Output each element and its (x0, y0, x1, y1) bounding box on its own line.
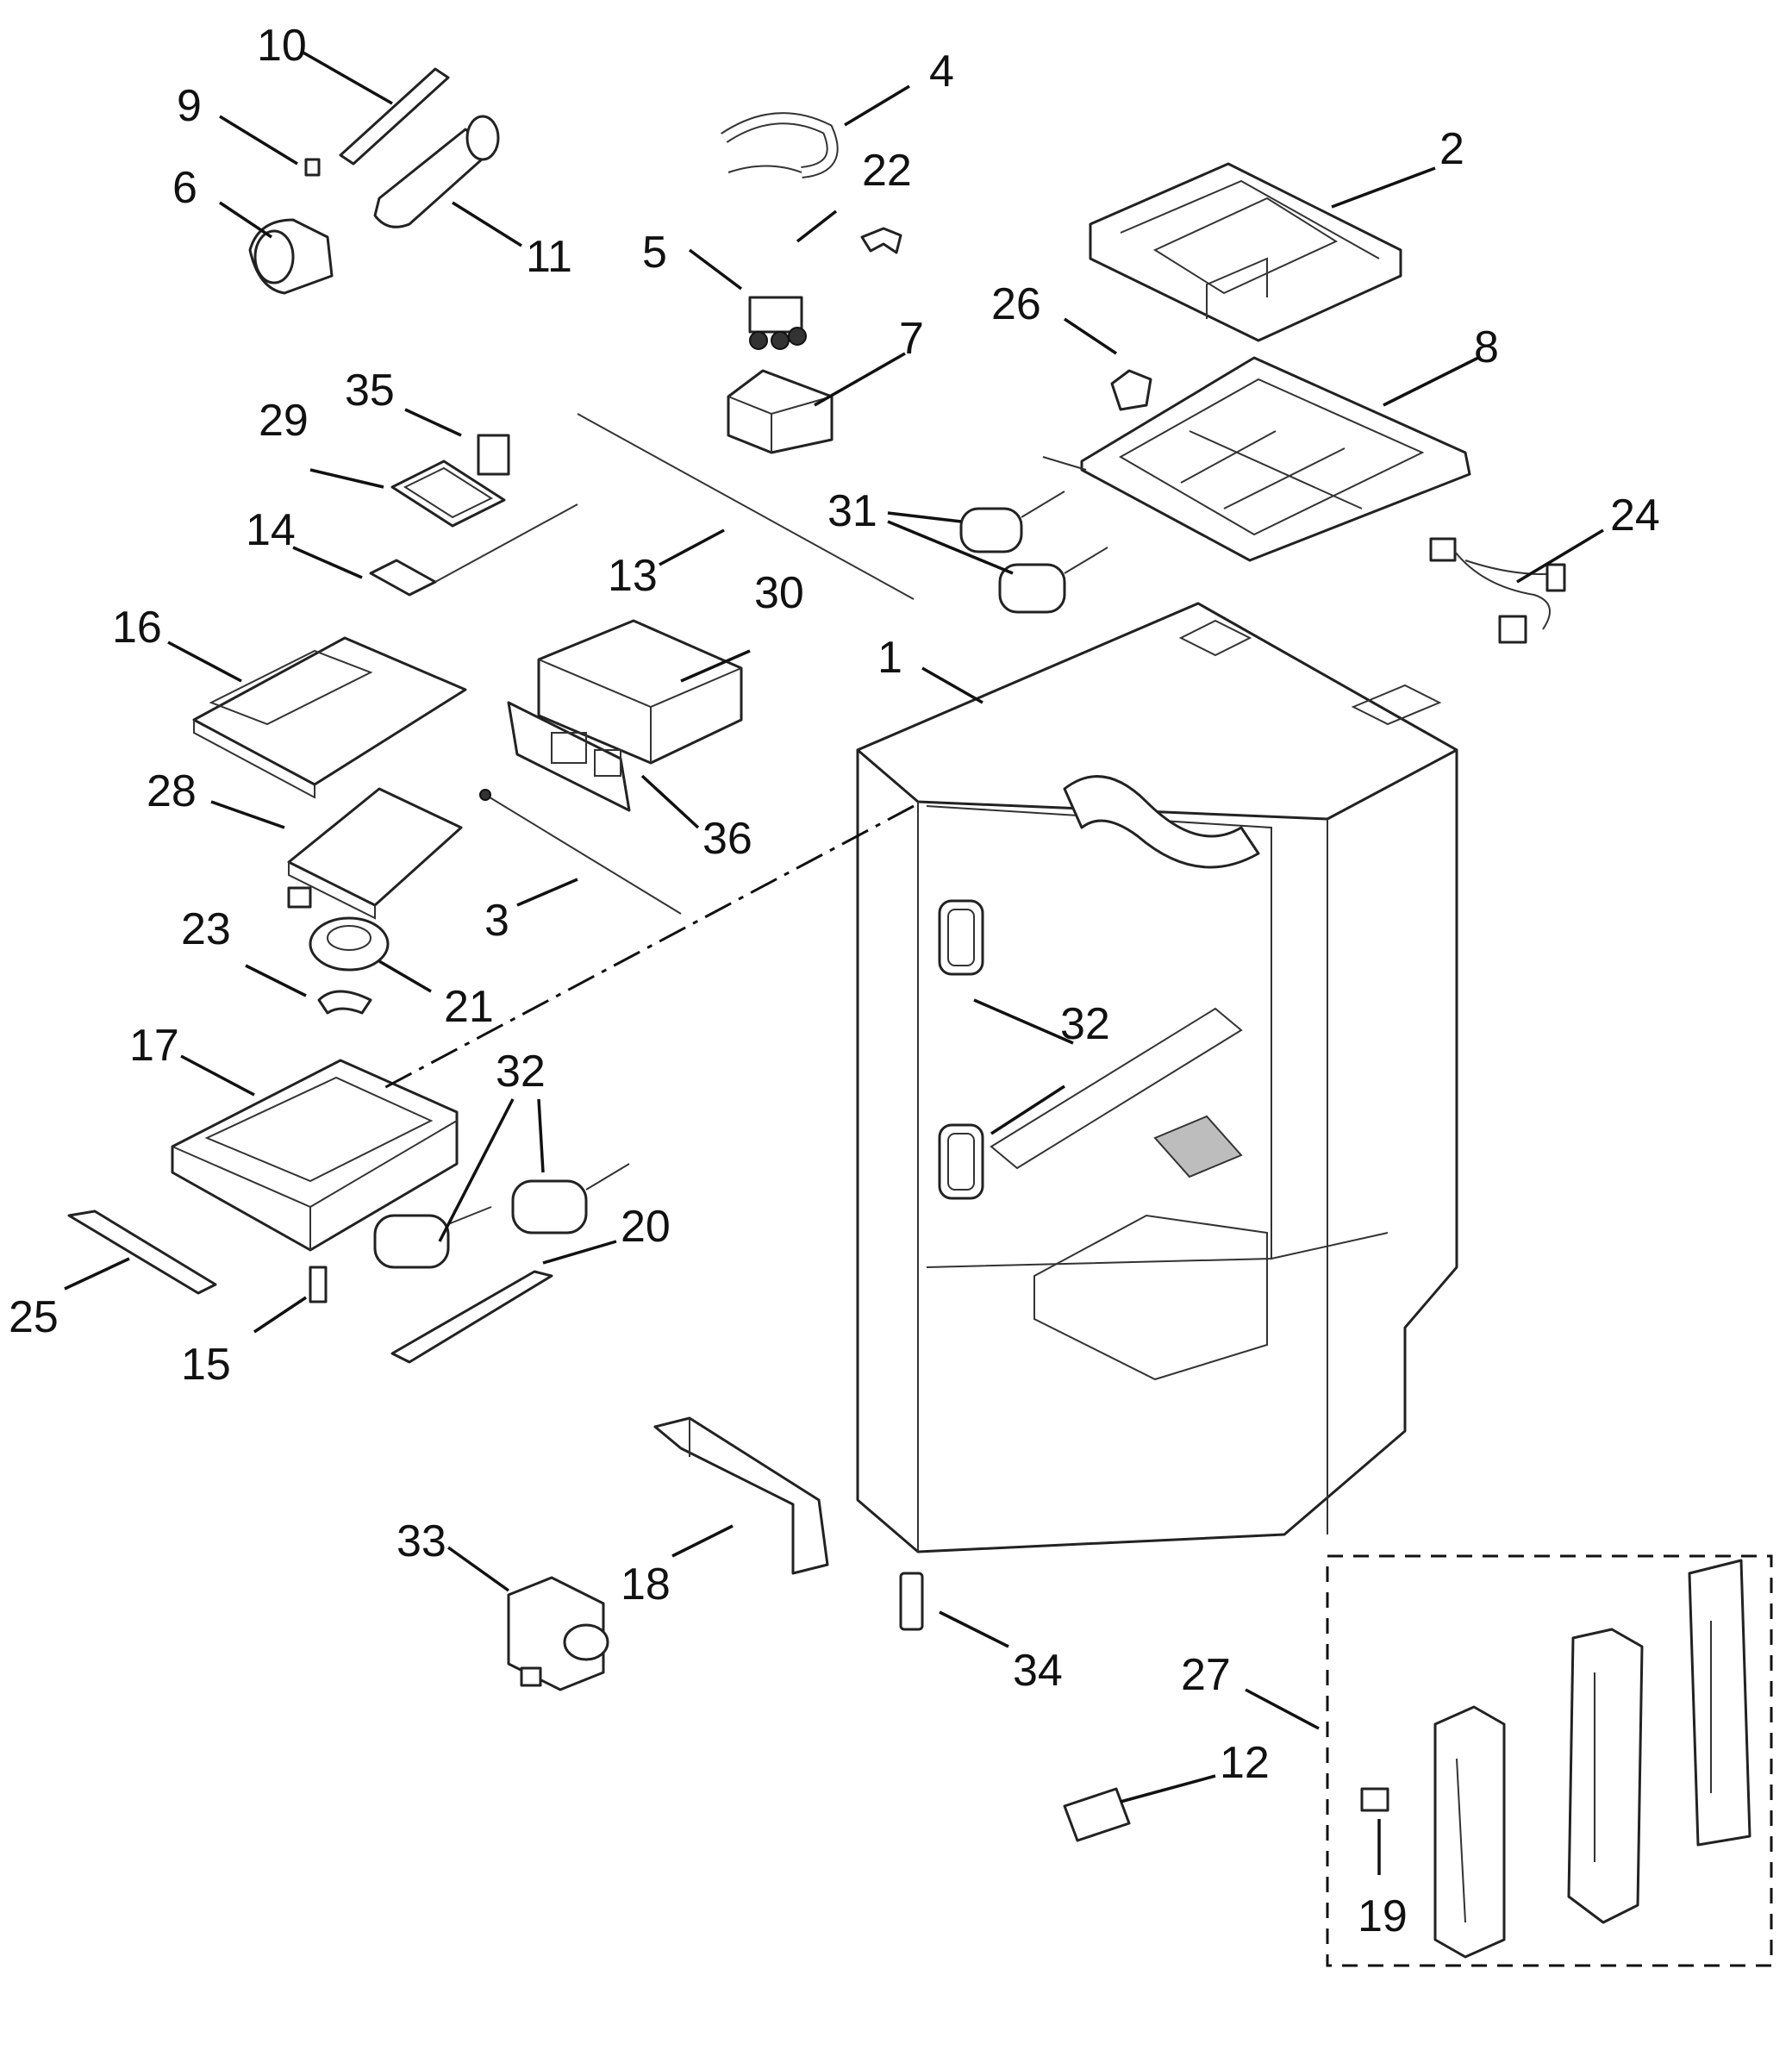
callout-28: 28 (147, 766, 197, 816)
callout-33: 33 (396, 1516, 446, 1566)
callout-12: 12 (1220, 1738, 1270, 1788)
callout-24: 24 (1610, 491, 1660, 541)
part-box-7 (727, 369, 834, 454)
callout-7: 7 (899, 314, 924, 364)
callout-15: 15 (181, 1340, 231, 1390)
part-motor-33 (507, 1576, 609, 1691)
part-rod (577, 413, 915, 600)
part-12 (1063, 1787, 1131, 1842)
part-34 (899, 1572, 924, 1631)
part-filter-group (248, 67, 500, 295)
callout-34: 34 (1013, 1646, 1063, 1696)
callout-31: 31 (827, 486, 877, 536)
part-lights-liner (938, 899, 984, 1200)
callout-10: 10 (257, 21, 307, 71)
part-trim-25 (67, 1210, 553, 1364)
part-control-16 (192, 503, 578, 799)
callout-23: 23 (181, 904, 231, 954)
callout-3: 3 (484, 896, 509, 946)
part-tube (721, 112, 839, 178)
callout-16: 16 (112, 603, 162, 653)
assembly-line (378, 804, 915, 1092)
callout-6: 6 (172, 163, 197, 213)
part-motor-21 (287, 886, 390, 1015)
callout-11: 11 (526, 232, 572, 282)
part-clip (860, 227, 902, 254)
part-cover (1042, 356, 1471, 562)
part-housing-17 (171, 1059, 459, 1252)
part-fans-31 (959, 491, 1108, 614)
callout-5: 5 (642, 228, 667, 278)
callout-32a: 32 (1060, 999, 1110, 1049)
callout-17: 17 (129, 1021, 179, 1071)
part-fans-32 (373, 1163, 630, 1269)
part-harness (1429, 537, 1566, 644)
part-gaskets (390, 434, 510, 528)
part-bracket-18 (653, 1416, 829, 1575)
callout-32b: 32 (496, 1047, 546, 1097)
callout-29: 29 (259, 396, 309, 446)
part-liner (856, 602, 1458, 1553)
callout-13: 13 (608, 551, 658, 601)
callout-9: 9 (177, 81, 202, 131)
callout-35: 35 (345, 366, 395, 416)
part-26 (1110, 369, 1152, 411)
part-housing (1089, 162, 1402, 342)
callout-numbers: 1 2 3 4 5 6 7 8 9 10 11 12 13 14 15 16 1… (9, 21, 1660, 1941)
part-box-30 (507, 619, 743, 812)
callout-21: 21 (444, 982, 494, 1032)
callout-2: 2 (1439, 124, 1464, 174)
leader-lines (64, 50, 1604, 1875)
callout-36: 36 (702, 814, 752, 864)
callout-30: 30 (754, 568, 804, 618)
callout-20: 20 (621, 1202, 671, 1252)
part-sensor (479, 789, 682, 915)
callout-25: 25 (9, 1292, 59, 1342)
callout-19: 19 (1358, 1891, 1408, 1941)
callout-18: 18 (621, 1560, 671, 1610)
callout-4: 4 (929, 47, 954, 97)
callout-22: 22 (862, 146, 912, 196)
kit-27 (1326, 1554, 1773, 1967)
callout-1: 1 (877, 633, 902, 683)
part-board-28 (287, 787, 463, 920)
callout-27: 27 (1181, 1650, 1231, 1700)
callout-14: 14 (246, 505, 296, 555)
part-valve (748, 296, 807, 350)
callout-26: 26 (991, 279, 1041, 329)
callout-8: 8 (1474, 322, 1499, 372)
